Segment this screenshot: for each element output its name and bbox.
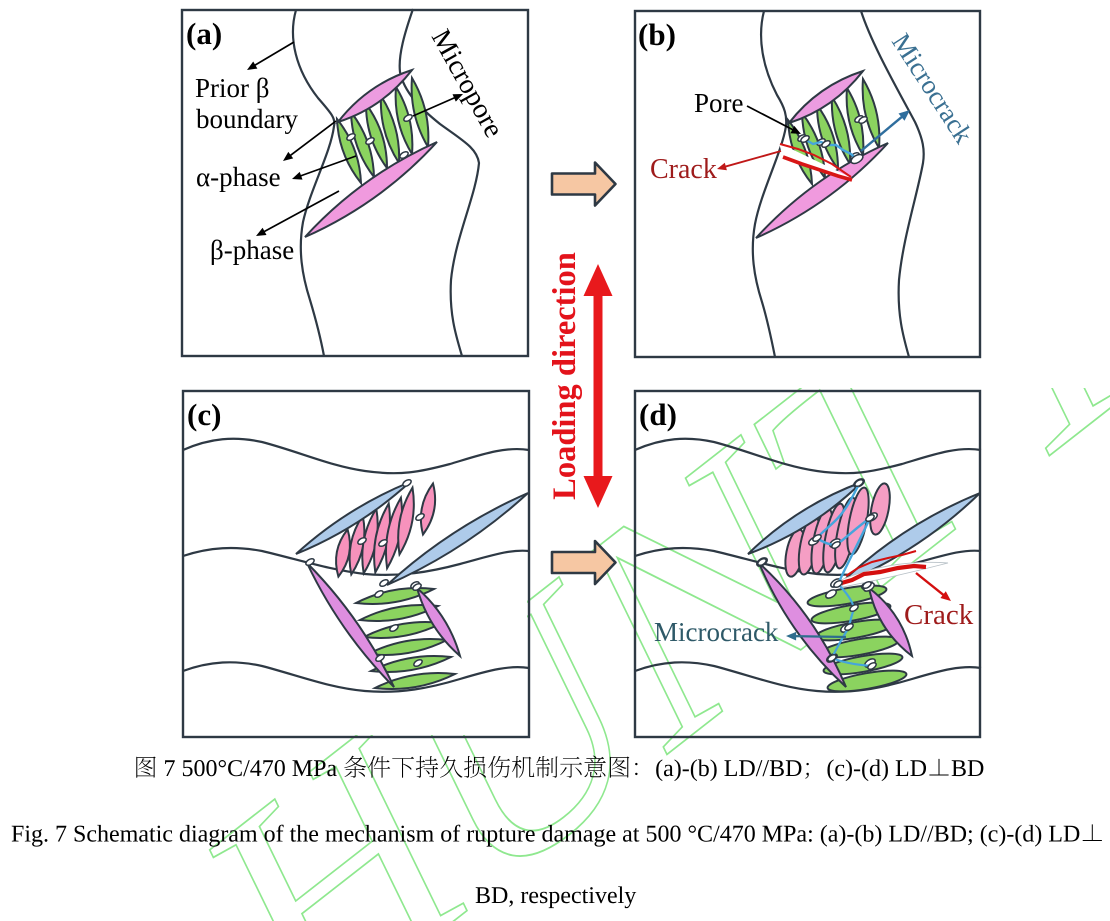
- svg-text:Micropore: Micropore: [425, 24, 509, 142]
- svg-text:(c): (c): [187, 397, 221, 432]
- svg-text:Prior β: Prior β: [195, 73, 270, 103]
- svg-text:α-phase: α-phase: [196, 162, 281, 192]
- svg-text:(d): (d): [639, 397, 677, 432]
- svg-text:(b): (b): [638, 17, 676, 52]
- svg-text:Crack: Crack: [904, 599, 974, 631]
- svg-text:Microcrack: Microcrack: [886, 28, 979, 149]
- svg-text:boundary: boundary: [196, 104, 298, 134]
- svg-text:Pore: Pore: [694, 88, 744, 118]
- svg-text:(a): (a): [186, 16, 222, 51]
- svg-text:Loading direction: Loading direction: [547, 252, 583, 500]
- svg-text:Crack: Crack: [650, 154, 717, 185]
- svg-text:Microcrack: Microcrack: [654, 617, 779, 647]
- svg-text:HUNTY: HUNTY: [169, 96, 1110, 921]
- svg-text:β-phase: β-phase: [210, 235, 294, 265]
